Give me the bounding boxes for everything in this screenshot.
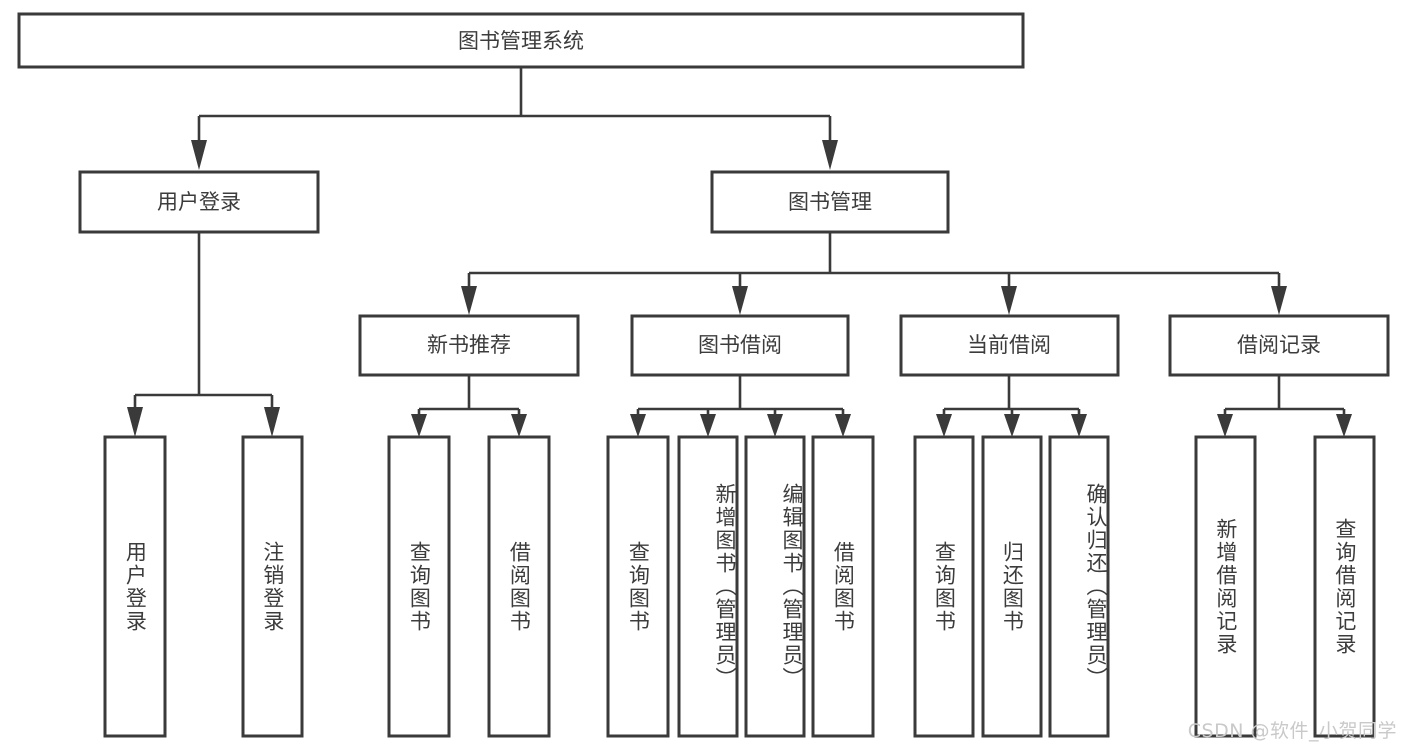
node-box-leaf-edit-book[interactable]: [744, 435, 806, 738]
arrow-head-leaf-return-book: [1004, 414, 1020, 437]
node-label-user-login: 用户登录: [157, 190, 241, 214]
node-box-leaf-logout-login[interactable]: [241, 435, 304, 738]
arrow-head-leaf-query-book-3: [936, 414, 952, 437]
arrow-head-book-management: [822, 140, 838, 170]
node-box-current-borrow[interactable]: [899, 314, 1120, 377]
connector-group-current-borrow: [936, 375, 1087, 437]
arrow-head-book-borrow: [732, 286, 748, 315]
arrow-head-user-login: [191, 140, 207, 170]
node-box-new-book-recommend[interactable]: [358, 314, 580, 377]
arrow-head-leaf-borrow-book-2: [835, 414, 851, 437]
connector-group-book-borrow: [630, 375, 851, 437]
connector-group-user-login: [127, 232, 280, 437]
node-label-book-borrow: 图书借阅: [698, 333, 782, 357]
node-label-current-borrow: 当前借阅: [967, 333, 1051, 357]
arrow-head-new-book-recommend: [461, 286, 477, 315]
node-box-leaf-query-book-2[interactable]: [606, 435, 670, 738]
node-box-book-borrow[interactable]: [630, 314, 850, 377]
connector-group-new-book-recommend: [411, 375, 527, 437]
node-box-user-login[interactable]: [78, 170, 320, 234]
node-box-borrow-record[interactable]: [1168, 314, 1390, 377]
node-box-leaf-add-book[interactable]: [677, 435, 739, 738]
node-box-leaf-query-record[interactable]: [1313, 435, 1376, 738]
node-box-leaf-borrow-book-2[interactable]: [811, 435, 875, 738]
arrow-head-leaf-edit-book: [767, 414, 783, 437]
node-label-book-management: 图书管理: [788, 190, 872, 214]
node-box-leaf-confirm-return[interactable]: [1048, 435, 1110, 738]
arrow-head-leaf-logout-login: [264, 407, 280, 437]
connector-group-borrow-record: [1217, 375, 1352, 437]
node-box-leaf-query-book-1[interactable]: [387, 435, 451, 738]
arrow-head-leaf-confirm-return: [1071, 414, 1087, 437]
arrow-head-current-borrow: [1001, 286, 1017, 315]
arrow-head-leaf-add-record: [1217, 414, 1233, 437]
arrow-head-leaf-query-record: [1336, 414, 1352, 437]
arrow-head-leaf-user-login: [127, 407, 143, 437]
node-label-new-book-recommend: 新书推荐: [427, 333, 511, 357]
node-label-root: 图书管理系统: [458, 29, 584, 53]
node-box-leaf-query-book-3[interactable]: [913, 435, 975, 738]
arrow-head-leaf-query-book-1: [411, 414, 427, 437]
connector-group-book-management: [461, 232, 1287, 315]
connector-group-root: [191, 67, 838, 170]
arrow-head-borrow-record: [1271, 286, 1287, 315]
node-label-borrow-record: 借阅记录: [1237, 333, 1321, 357]
csdn-watermark: CSDN @软件_小贺同学: [1187, 720, 1397, 742]
node-box-leaf-user-login[interactable]: [103, 435, 167, 738]
node-box-leaf-borrow-book-1[interactable]: [487, 435, 551, 738]
node-box-root[interactable]: [17, 12, 1025, 69]
arrow-head-leaf-query-book-2: [630, 414, 646, 437]
node-box-leaf-add-record[interactable]: [1194, 435, 1257, 738]
arrow-head-leaf-add-book: [700, 414, 716, 437]
node-box-book-management[interactable]: [710, 170, 950, 234]
arrow-head-leaf-borrow-book-1: [511, 414, 527, 437]
node-box-leaf-return-book[interactable]: [981, 435, 1043, 738]
